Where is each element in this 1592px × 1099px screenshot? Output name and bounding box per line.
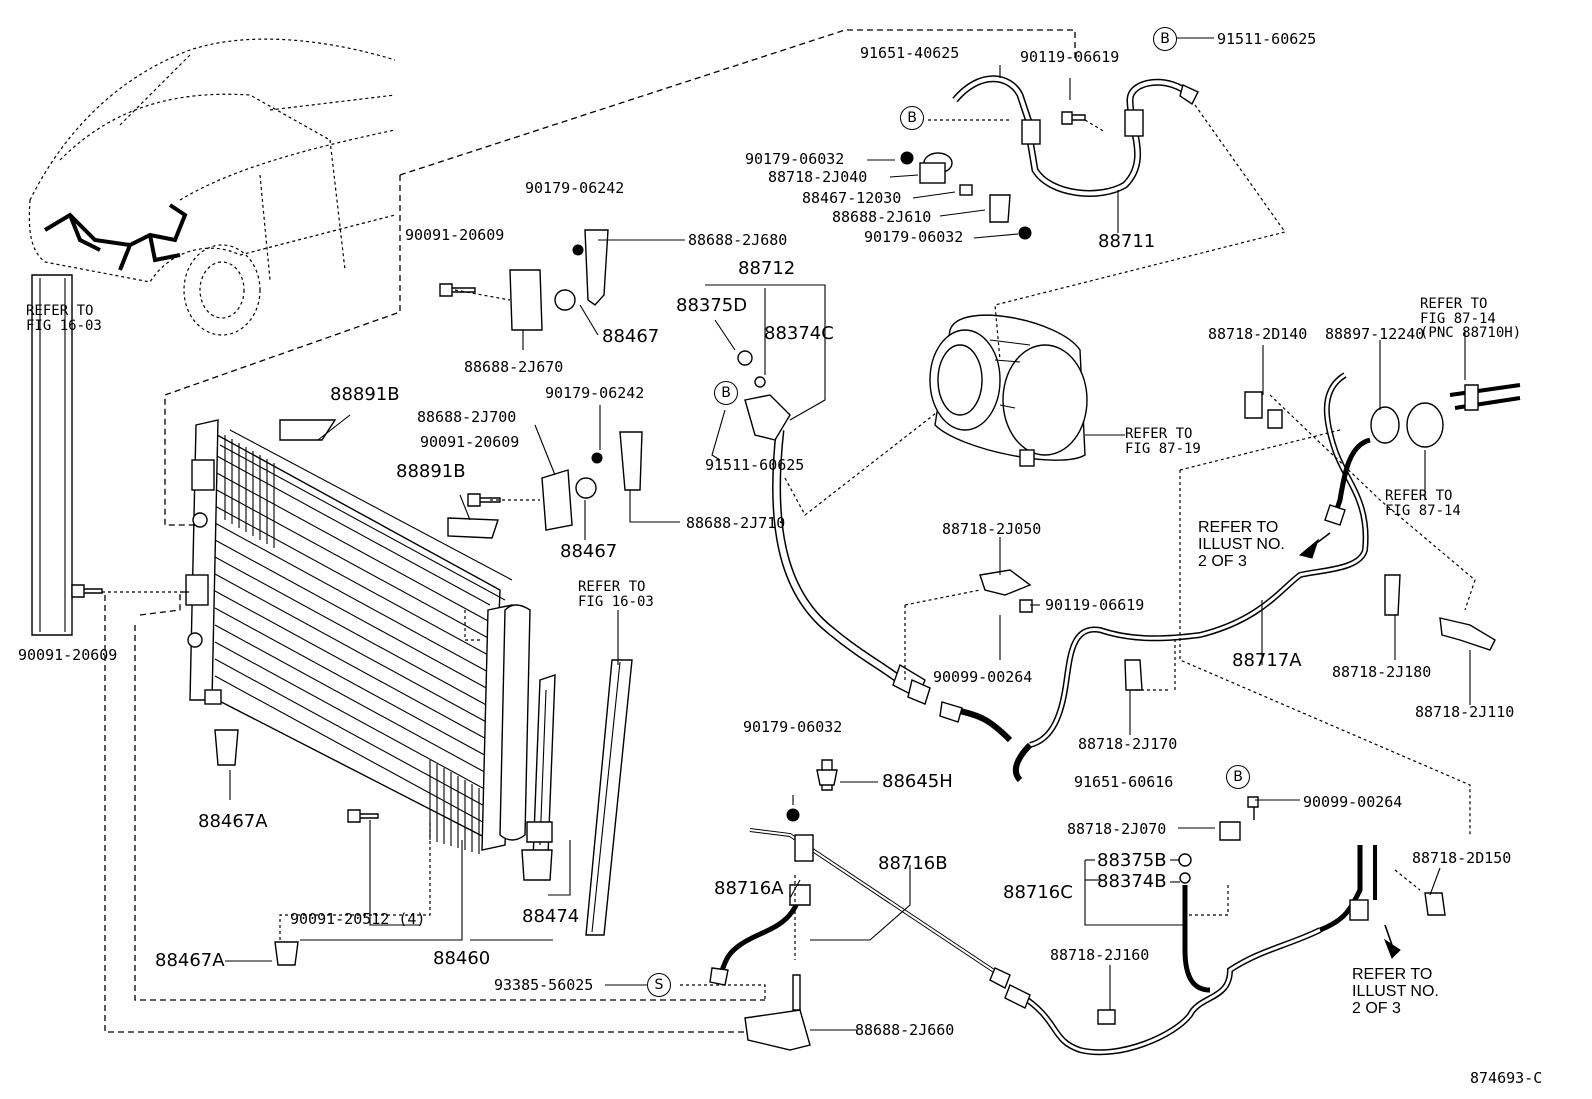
callout-91511-60625: 91511-60625: [1217, 30, 1317, 48]
refer-note-illust-2-of-3-lower: REFER TO ILLUST NO. 2 OF 3: [1352, 966, 1439, 1017]
bracket-2j680: [584, 229, 609, 306]
callout-88716b: 88716B: [878, 853, 948, 874]
callout-90179-06032-b: 90179-06032: [864, 228, 964, 246]
callout-90119-06619-b: 90119-06619: [1045, 596, 1145, 614]
hose-88712: [737, 350, 931, 705]
callout-88718-2d140: 88718-2D140: [1208, 325, 1308, 343]
seal-88891b-lower: [447, 517, 499, 539]
callout-90091-20512: 90091-20512 (4): [290, 910, 426, 928]
refer-note-fig-87-19: REFER TO FIG 87-19: [1125, 426, 1201, 457]
callout-88467: 88467: [602, 326, 660, 347]
callout-90091-20609: 90091-20609: [405, 226, 505, 244]
callout-93385-56025: 93385-56025: [494, 976, 594, 994]
compressor: [929, 314, 1088, 467]
refer-note-fig-87-14-pnc: REFER TO FIG 87-14 (PNC 88710H): [1420, 296, 1522, 342]
callout-88688-2j680: 88688-2J680: [688, 231, 788, 249]
left-seal-strip: [31, 274, 73, 636]
bracket-2j700: [541, 469, 573, 531]
refer-note-illust-2-of-3-upper: REFER TO ILLUST NO. 2 OF 3: [1198, 519, 1285, 570]
bracket-2j670: [509, 269, 543, 331]
callout-88460: 88460: [433, 948, 491, 969]
callout-88718-2d150: 88718-2D150: [1412, 849, 1512, 867]
marker-b-lower: B: [1226, 765, 1250, 789]
refer-note-fig-16-03-left: REFER TO FIG 16-03: [26, 303, 102, 334]
tube-88711: [900, 75, 1199, 240]
callout-88718-2j040: 88718-2J040: [768, 168, 868, 186]
callout-91511-60625-b: 91511-60625: [705, 456, 805, 474]
callout-90179-06242-b: 90179-06242: [545, 384, 645, 402]
callout-88891b-b: 88891B: [396, 461, 466, 482]
callout-88891b: 88891B: [330, 384, 400, 405]
callout-90091-20609-c: 90091-20609: [18, 646, 118, 664]
callout-88374c: 88374C: [764, 323, 834, 344]
callout-88718-2j050: 88718-2J050: [942, 520, 1042, 538]
callout-88688-2j670: 88688-2J670: [464, 358, 564, 376]
diagram-id: 874693-C: [1470, 1069, 1543, 1087]
marker-b-hose: B: [714, 381, 738, 405]
callout-90179-06032-c: 90179-06032: [743, 718, 843, 736]
callout-88717a: 88717A: [1232, 650, 1302, 671]
callout-88716c: 88716C: [1003, 882, 1073, 903]
callout-90099-00264-b: 90099-00264: [1303, 793, 1403, 811]
callout-88645h: 88645H: [882, 771, 953, 792]
leader-lines-left: [225, 239, 685, 962]
tube-88716: [709, 759, 1446, 1056]
callout-90179-06242: 90179-06242: [525, 179, 625, 197]
pressure-switch: [816, 769, 838, 786]
callout-88718-2j170: 88718-2J170: [1078, 735, 1178, 753]
refer-note-fig-16-03-right: REFER TO FIG 16-03: [578, 579, 654, 610]
callout-91651-60616: 91651-60616: [1074, 773, 1174, 791]
callout-88716a: 88716A: [714, 878, 784, 899]
callout-90119-06619: 90119-06619: [1020, 48, 1120, 66]
callout-88718-2j160: 88718-2J160: [1050, 946, 1150, 964]
callout-88474: 88474: [522, 906, 580, 927]
callout-90179-06032: 90179-06032: [745, 150, 845, 168]
callout-88688-2j660: 88688-2J660: [855, 1021, 955, 1039]
condenser-core: [185, 419, 531, 966]
callout-90091-20609-b: 90091-20609: [420, 433, 520, 451]
marker-b-upper: B: [900, 106, 924, 130]
callout-88467-12030: 88467-12030: [802, 189, 902, 207]
callout-88467a-b: 88467A: [155, 950, 225, 971]
callout-88688-2j710: 88688-2J710: [686, 514, 786, 532]
callout-88718-2j180: 88718-2J180: [1332, 663, 1432, 681]
callout-88688-2j610: 88688-2J610: [832, 208, 932, 226]
callout-91651-40625: 91651-40625: [860, 44, 960, 62]
seal-88891b-upper: [279, 419, 337, 441]
callout-88688-2j700: 88688-2J700: [417, 408, 517, 426]
marker-s: S: [647, 973, 671, 997]
refer-note-fig-87-14: REFER TO FIG 87-14: [1385, 488, 1461, 519]
callout-88897-12240: 88897-12240: [1325, 325, 1425, 343]
callout-88375b: 88375B: [1097, 850, 1167, 871]
callout-88374b: 88374B: [1097, 871, 1167, 892]
callout-88718-2j070: 88718-2J070: [1067, 820, 1167, 838]
callout-88467a: 88467A: [198, 811, 268, 832]
callout-88718-2j110: 88718-2J110: [1415, 703, 1515, 721]
callout-88712: 88712: [738, 258, 796, 279]
callout-90099-00264: 90099-00264: [933, 668, 1033, 686]
callout-88467-b: 88467: [560, 541, 618, 562]
callout-88711: 88711: [1098, 231, 1156, 252]
callout-88375d: 88375D: [676, 295, 748, 316]
vehicle-outline: [28, 38, 396, 336]
marker-b-top-right: B: [1153, 27, 1177, 51]
right-seal-strip: [585, 659, 633, 936]
bracket-2j710: [619, 431, 643, 491]
